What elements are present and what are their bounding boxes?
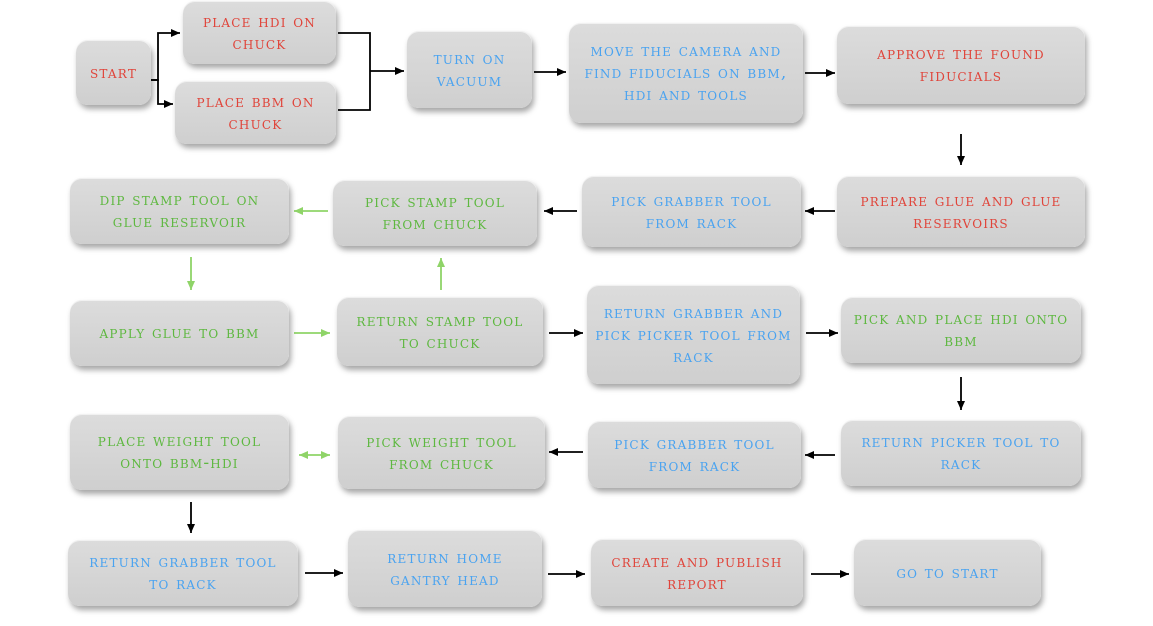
step-return-stamp: Return stamp tool to chuck xyxy=(337,297,543,366)
arrow-start-to-place-hdi xyxy=(151,29,180,81)
arrow-hdi-bbm-merge xyxy=(338,32,371,111)
arrow-start-to-place-bbm xyxy=(151,79,173,108)
step-apply-glue: Apply glue to BBM xyxy=(70,300,289,366)
step-pick-place-hdi: Pick and place HDI onto BBM xyxy=(841,297,1081,363)
step-return-grabber-pick-picker: Return grabber and pick picker tool from… xyxy=(587,285,800,384)
step-pick-grabber-2: Pick grabber tool from rack xyxy=(588,421,801,488)
step-start: Start xyxy=(76,40,151,105)
step-place-bbm: Place BBM on chuck xyxy=(175,81,336,144)
step-prepare-glue: Prepare glue and glue reservoirs xyxy=(837,176,1085,247)
step-create-report: Create and publish report xyxy=(591,539,803,606)
step-approve-fiducials: Approve the found fiducials xyxy=(837,26,1085,104)
step-place-hdi: Place HDI on chuck xyxy=(183,1,336,64)
step-move-camera: Move the camera and find fiducials on BB… xyxy=(569,23,803,123)
step-pick-weight: Pick weight tool from chuck xyxy=(338,416,545,489)
step-place-weight: Place weight tool onto BBM-HDI xyxy=(70,414,289,490)
step-turn-on-vacuum: Turn on vacuum xyxy=(407,31,532,108)
step-return-home: Return home gantry head xyxy=(348,530,542,607)
step-dip-stamp: Dip stamp tool on glue reservoir xyxy=(70,178,289,244)
step-pick-grabber-1: Pick grabber tool from rack xyxy=(582,176,801,247)
step-return-grabber: Return grabber tool to rack xyxy=(68,540,298,606)
step-pick-stamp: Pick stamp tool from chuck xyxy=(333,180,537,246)
step-return-picker: Return picker tool to rack xyxy=(841,420,1081,486)
step-go-to-start: Go to start xyxy=(854,539,1041,606)
